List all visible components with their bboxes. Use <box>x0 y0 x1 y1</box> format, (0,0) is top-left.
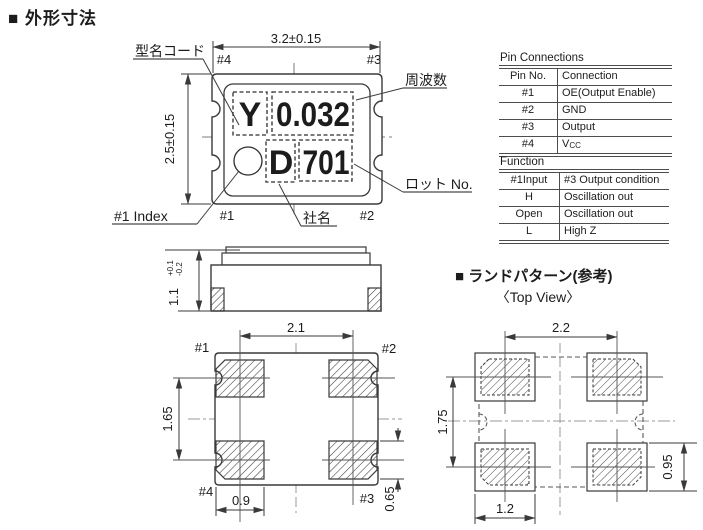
input-cell: L <box>499 223 560 241</box>
callout-line <box>196 170 240 225</box>
label-lot: ロット No. <box>405 176 473 192</box>
dim-width-label: 3.2±0.15 <box>271 31 322 46</box>
pin-cell: #3 <box>499 119 558 137</box>
dim-land-pitch-y-label: 1.75 <box>435 409 450 434</box>
callout-line <box>353 163 404 193</box>
bottom-pin-label-2: #2 <box>382 341 396 356</box>
lot-zone <box>298 139 353 182</box>
dim-land-pitch-x-label: 2.2 <box>552 320 570 335</box>
pin-label-4: #4 <box>217 52 231 67</box>
dim-land-width-label: 1.2 <box>496 501 514 516</box>
side-lid <box>225 246 367 254</box>
pin-table-title: Pin Connections <box>500 52 584 64</box>
package-outline <box>211 73 383 205</box>
table-row: #3 Output <box>499 119 672 137</box>
dim-pad-pitch-y-label: 1.65 <box>160 406 175 431</box>
label-model-code: 型名コード <box>135 43 205 59</box>
function-table-header-row: #1Input #3 Output condition <box>499 171 669 190</box>
function-table-title: Function <box>500 156 545 168</box>
land-pattern-title: ■ ランドパターン(参考) <box>455 268 613 285</box>
marking-view-drawing: Y 0.032 D 701 #4 #3 #1 #2 3.2±0.15 2.5±0… <box>112 31 473 227</box>
label-pin1-index: #1 Index <box>114 208 168 224</box>
bottom-pin-label-3: #3 <box>360 491 374 506</box>
table-row: #1 OE(Output Enable) <box>499 85 672 103</box>
pin-cell: #2 <box>499 102 558 120</box>
castellation-dashed <box>634 413 644 431</box>
svg-text:1.1: 1.1 <box>166 288 181 306</box>
output-cell: Oscillation out <box>559 189 669 207</box>
table-row: #4 VCC <box>499 136 672 154</box>
pin-label-1: #1 <box>220 208 234 223</box>
label-company: 社名 <box>303 210 331 226</box>
dim-pad-pitch-x-label: 2.1 <box>287 320 305 335</box>
output-cell: High Z <box>559 223 669 241</box>
table-row: L High Z <box>499 223 669 241</box>
callout-line <box>355 87 404 101</box>
dim-pad-width-label: 0.9 <box>232 493 250 508</box>
dim-land-height-label: 0.95 <box>660 454 675 479</box>
castellation-dashed <box>478 413 488 431</box>
side-seal-ring <box>221 252 371 266</box>
output-cell: Oscillation out <box>559 206 669 224</box>
package-inner-outline <box>223 83 371 197</box>
frequency-zone <box>271 91 354 136</box>
land-pattern-subtitle: 〈Top View〉 <box>495 289 581 305</box>
page-title: ■ 外形寸法 <box>8 9 97 28</box>
bottom-view-drawing: #1 #2 #4 #3 2.1 1.65 0.9 0.65 <box>160 320 404 522</box>
connection-cell: VCC <box>557 136 672 154</box>
pin1-index-mark <box>233 146 263 176</box>
function-header-input: #1Input <box>499 171 560 190</box>
connection-cell: OE(Output Enable) <box>557 85 672 103</box>
pin-label-3: #3 <box>367 52 381 67</box>
function-table: Function #1Input #3 Output condition H O… <box>499 156 669 244</box>
dim-height-label: 2.5±0.15 <box>162 114 177 165</box>
side-pad-right <box>367 287 382 312</box>
tolerance-upper: +0.1 <box>166 260 175 276</box>
connection-cell: Output <box>557 119 672 137</box>
side-body <box>210 264 382 312</box>
dim-pad-height-label: 0.65 <box>382 486 397 511</box>
pin-cell: #4 <box>499 136 558 154</box>
bottom-pin-label-1: #1 <box>195 340 209 355</box>
tolerance-lower: -0.2 <box>175 262 184 276</box>
input-cell: H <box>499 189 560 207</box>
function-header-output: #3 Output condition <box>559 171 669 190</box>
table-row: H Oscillation out <box>499 189 669 207</box>
callout-line <box>278 183 302 227</box>
land-pattern-drawing: 2.2 1.75 1.2 0.95 <box>435 320 697 524</box>
marking-company: D <box>269 144 294 182</box>
marking-lot: 701 <box>303 144 350 182</box>
company-zone <box>265 139 296 183</box>
bottom-pin-label-4: #4 <box>199 484 213 499</box>
connection-cell: GND <box>557 102 672 120</box>
table-row: Open Oscillation out <box>499 206 669 224</box>
marking-model-code: Y <box>239 96 262 134</box>
pin-label-2: #2 <box>360 208 374 223</box>
pin-table-header-connection: Connection <box>557 67 672 86</box>
pin-table-header-pin: Pin No. <box>499 67 558 86</box>
side-pad-left <box>210 287 225 312</box>
pin-table-header-row: Pin No. Connection <box>499 67 672 86</box>
vcc-subscript: CC <box>569 141 581 150</box>
table-row: #2 GND <box>499 102 672 120</box>
dim-thickness-label: 1.1 +0.1 -0.2 <box>166 260 184 306</box>
marking-frequency: 0.032 <box>276 96 350 134</box>
callout-line <box>202 58 240 126</box>
label-frequency: 周波数 <box>405 72 447 88</box>
pin-connections-table: Pin Connections Pin No. Connection #1 OE… <box>499 52 672 157</box>
side-view-drawing: 1.1 +0.1 -0.2 <box>165 246 382 312</box>
pin-cell: #1 <box>499 85 558 103</box>
input-cell: Open <box>499 206 560 224</box>
